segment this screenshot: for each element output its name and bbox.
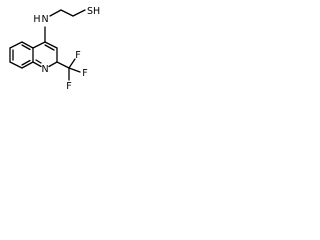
- amine-nitrogen-label: N: [41, 14, 48, 25]
- double-bond-line: [21, 44, 31, 51]
- bond-c-f-top: [68, 58, 76, 69]
- thiol-label: SH: [87, 6, 100, 17]
- bond-ch2-s: [72, 9, 86, 17]
- pyridine-ring: [32, 41, 58, 68]
- bond: [32, 41, 46, 49]
- fluorine-right-label: F: [82, 68, 87, 79]
- bond-ch2-ch2: [60, 9, 74, 17]
- bond-c-f-right: [68, 67, 81, 73]
- bond-c2-cf3: [56, 61, 70, 69]
- molecule-structure: N N H SH F F F: [9, 6, 100, 92]
- bond: [32, 61, 42, 68]
- ring-nitrogen-label: N: [41, 64, 48, 75]
- bond: [9, 61, 23, 69]
- bond-n-ch2: [49, 9, 62, 17]
- double-bond-line: [21, 59, 31, 66]
- bond: [21, 61, 34, 69]
- amine-hydrogen-label: H: [33, 14, 40, 25]
- bond: [48, 61, 58, 68]
- double-bond-line: [35, 59, 42, 64]
- bond: [9, 41, 23, 49]
- fluorine-top-label: F: [75, 50, 80, 61]
- benzene-ring: [9, 41, 34, 69]
- fluorine-bottom-label: F: [66, 81, 71, 92]
- bond: [21, 41, 34, 49]
- double-bond-line: [44, 44, 55, 51]
- bond: [44, 41, 58, 49]
